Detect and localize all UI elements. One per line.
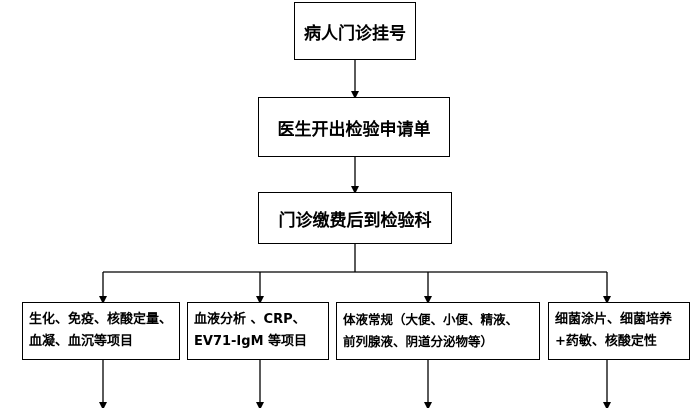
node-branch-bodyfluid: 体液常规（大便、小便、精液、 前列腺液、阴道分泌物等）: [336, 302, 540, 360]
node-payment-lab: 门诊缴费后到检验科: [258, 192, 452, 244]
node-branch-bacteria: 细菌涂片、细菌培养 +药敏、核酸定性: [548, 302, 690, 360]
branch-biochem-line1: 生化、免疫、核酸定量、: [29, 312, 173, 327]
branch-biochem-line2: 血凝、血沉等项目: [29, 334, 134, 349]
branch-bacteria-line2: +药敏、核酸定性: [555, 334, 657, 349]
branch-blood-line2: EV71-IgM 等项目: [194, 334, 308, 349]
node-payment-lab-label: 门诊缴费后到检验科: [278, 210, 432, 231]
node-branch-biochem: 生化、免疫、核酸定量、 血凝、血沉等项目: [22, 302, 180, 360]
branch-bacteria-line1: 细菌涂片、细菌培养: [555, 312, 673, 327]
node-test-request: 医生开出检验申请单: [258, 97, 450, 157]
node-test-request-label: 医生开出检验申请单: [277, 119, 431, 140]
branch-bodyfluid-line1: 体液常规（大便、小便、精液、: [343, 312, 519, 327]
branch-bodyfluid-line2: 前列腺液、阴道分泌物等）: [343, 334, 494, 349]
branch-blood-line1: 血液分析 、CRP、: [194, 312, 306, 327]
node-branch-blood: 血液分析 、CRP、 EV71-IgM 等项目: [187, 302, 329, 360]
node-registration: 病人门诊挂号: [294, 2, 416, 60]
node-registration-label: 病人门诊挂号: [304, 23, 406, 44]
